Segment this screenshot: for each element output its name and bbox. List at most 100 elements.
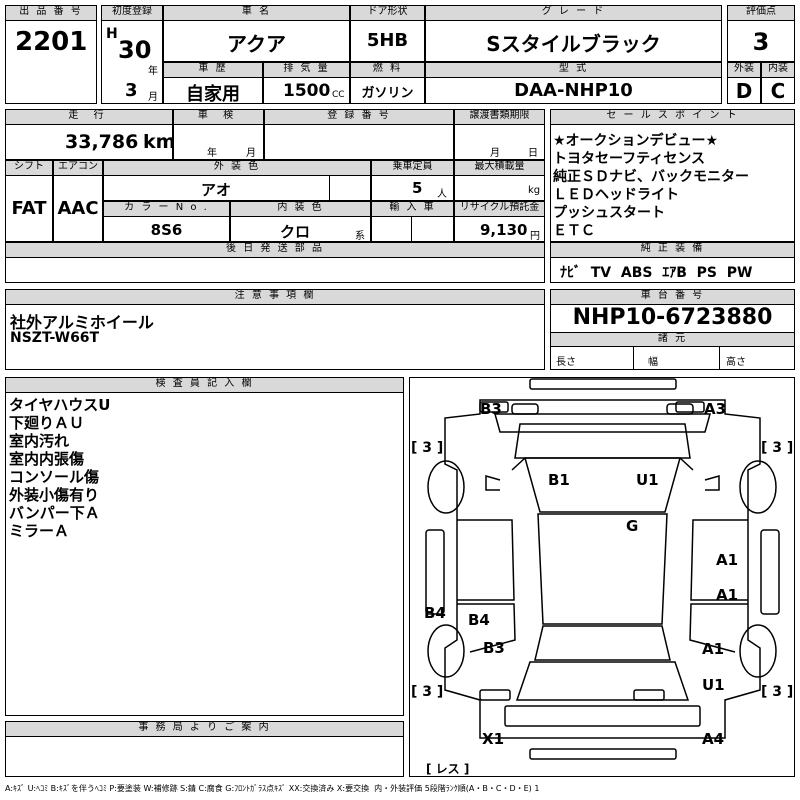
tire-tl-label: [ 3 ]	[411, 440, 444, 456]
grade-cell	[425, 20, 722, 62]
later-parts-label: 後 日 発 送 部 品	[5, 242, 545, 258]
displacement: 1500	[283, 81, 331, 101]
model-label: 型 式	[425, 62, 722, 78]
mark-a3-top: A3	[704, 400, 727, 418]
door-label: ドア形状	[350, 5, 425, 21]
registration-cell	[264, 124, 454, 160]
mark-b3-mid: B3	[483, 639, 505, 657]
chassis-label: 車 台 番 号	[550, 289, 795, 305]
mileage-label: 走 行	[5, 109, 173, 125]
dims-width-label: 幅	[648, 357, 658, 368]
mark-a1-c: A1	[702, 640, 725, 658]
inspection-label: 車 検	[173, 109, 264, 125]
sales-point-4: ＬＥＤヘッドライト	[553, 187, 679, 203]
exterior-label: 外装	[727, 62, 761, 78]
score-cell	[727, 20, 795, 62]
inspector-line-7: バンパー下Ａ	[9, 504, 100, 522]
chassis-number: NHP10-6723880	[572, 305, 773, 330]
transfer-month-unit: 月	[490, 148, 500, 159]
first-reg-cell	[101, 20, 163, 104]
inspector-label: 検 査 員 記 入 欄	[5, 377, 404, 393]
inspector-line-1: タイヤハウスU	[9, 396, 111, 414]
reg-era: H	[106, 26, 118, 42]
dims-width-cell	[633, 346, 720, 370]
ext-color-cell	[103, 175, 371, 201]
note-line-2: NSZT-W66T	[10, 330, 100, 346]
model: DAA-NHP10	[514, 80, 633, 101]
equipment: ﾅﾋﾞ TV ABS ｴｱB PS PW	[560, 265, 753, 281]
sales-point-3: 純正ＳＤナビ、バックモニター	[553, 169, 749, 185]
sales-point-1: ★オークションデビュー★	[553, 133, 719, 149]
fuel-label: 燃 料	[350, 62, 425, 78]
inspector-box	[5, 392, 404, 716]
aircon-cell	[53, 175, 103, 242]
mark-u1-bottom: U1	[702, 676, 725, 694]
interior-cell	[761, 77, 795, 104]
sales-point-5: プッシュスタート	[553, 205, 665, 221]
model-cell	[425, 77, 722, 104]
history: 自家用	[186, 84, 240, 105]
office-label: 事 務 局 よ り ご 案 内	[5, 721, 404, 737]
dims-height-cell	[719, 346, 795, 370]
door-cell	[350, 20, 425, 62]
shift-cell	[5, 175, 53, 242]
lot-no-cell	[5, 20, 97, 104]
spare-label: [ レス ]	[426, 762, 470, 776]
ext-color: アオ	[200, 181, 231, 199]
inspector-line-5: コンソール傷	[9, 468, 100, 486]
color-no-label: カ ラ ー N o .	[103, 201, 230, 217]
ext-color-label: 外 装 色	[103, 160, 371, 176]
int-color: クロ	[279, 223, 310, 241]
tire-bl-value: 3	[422, 684, 433, 700]
tire-tl-value: 3	[422, 440, 433, 456]
tire-br-value: 3	[772, 684, 783, 700]
reg-year-unit: 年	[148, 66, 158, 77]
car-name: アクア	[227, 32, 286, 56]
mark-x1: X1	[482, 730, 505, 748]
note-line-1: 社外アルミホイール	[10, 313, 154, 332]
max-load-label: 最大積載量	[454, 160, 545, 176]
reg-month-unit: 月	[148, 92, 158, 103]
mileage-cell	[5, 124, 173, 160]
tire-tr-value: 3	[772, 440, 783, 456]
capacity-unit: 人	[437, 189, 447, 200]
mileage: 33,786	[65, 131, 139, 153]
color-no: 8S6	[150, 221, 183, 239]
import-cell	[371, 216, 454, 242]
shift-label: シフト	[5, 160, 53, 176]
shift: FAT	[11, 198, 47, 219]
score: 3	[752, 28, 770, 56]
inspection-month-unit: 月	[246, 148, 256, 159]
equipment-label: 純 正 装 備	[550, 242, 795, 258]
mark-b3-top: B3	[480, 400, 502, 418]
lot-no-label: 出 品 番 号	[5, 5, 97, 21]
recycle-label: リサイクル預託金	[454, 201, 545, 217]
tire-br-label: [ 3 ]	[761, 684, 794, 700]
registration-label: 登 録 番 号	[264, 109, 454, 125]
transfer-cell	[454, 124, 545, 160]
tire-bl-label: [ 3 ]	[411, 684, 444, 700]
sales-points-label: セ ー ル ス ポ イ ン ト	[550, 109, 795, 125]
inspector-line-6: 外装小傷有り	[9, 486, 100, 504]
interior-label: 内装	[761, 62, 795, 78]
max-load-cell	[454, 175, 545, 201]
inspector-line-8: ミラーＡ	[9, 522, 70, 540]
first-reg-label: 初度登録	[101, 5, 163, 21]
door-type: 5HB	[366, 30, 409, 51]
import-divider	[411, 216, 454, 242]
dims-height-label: 高さ	[726, 357, 746, 368]
dims-length-label: 長さ	[556, 357, 576, 368]
mark-a4: A4	[702, 730, 725, 748]
grade-label: グ レ ー ド	[425, 5, 722, 21]
inspection-year-unit: 年	[207, 148, 217, 159]
recycle-amount: 9,130	[480, 221, 528, 239]
car-diagram-box	[409, 377, 795, 777]
exterior-cell	[727, 77, 761, 104]
int-color-label: 内 装 色	[230, 201, 371, 217]
history-label: 車 歴	[163, 62, 263, 78]
recycle-cell	[454, 216, 545, 242]
dims-label: 諸 元	[550, 332, 795, 347]
capacity-cell	[371, 175, 454, 201]
mileage-unit: km	[143, 131, 176, 153]
inspector-line-4: 室内内張傷	[9, 450, 85, 468]
